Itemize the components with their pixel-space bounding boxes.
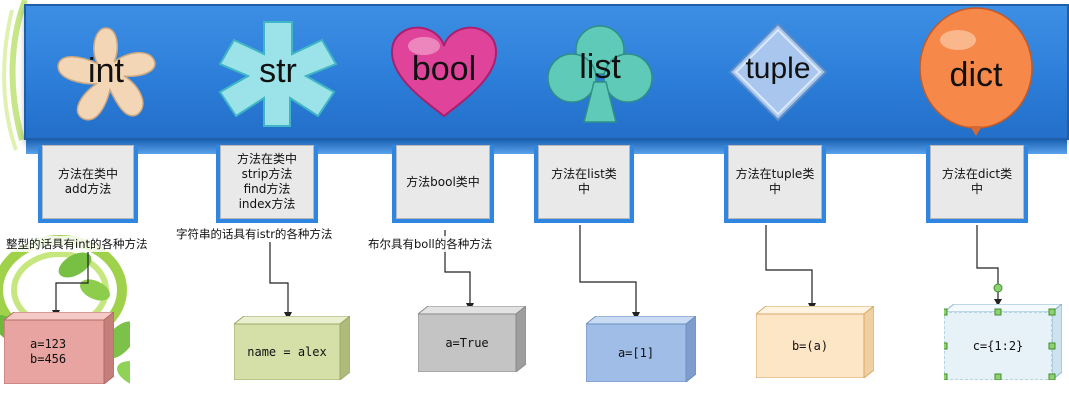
- dict-shape: dict: [916, 6, 1036, 138]
- value-box-list: a=[1]: [586, 316, 696, 382]
- value-line: b=(a): [791, 338, 829, 353]
- method-box-str: 方法在类中 strip方法 find方法 index方法: [216, 145, 318, 223]
- type-label-tuple: tuple: [745, 52, 811, 85]
- type-label-bool: bool: [411, 50, 477, 88]
- method-line: 中: [577, 182, 590, 196]
- value-box-int: a=123 b=456: [4, 312, 114, 384]
- value-line: c={1:2}: [972, 338, 1024, 353]
- note-int: 整型的话具有int的各种方法: [6, 236, 148, 252]
- asterisk-icon: [218, 21, 338, 127]
- method-line: 方法在类中: [57, 167, 118, 181]
- method-box-dict: 方法在dict类 中: [926, 145, 1028, 223]
- value-line: a=[1]: [617, 345, 655, 360]
- type-banner: [24, 4, 1069, 154]
- value-line: a=123: [30, 337, 67, 351]
- method-line: 方法bool类中: [406, 174, 480, 189]
- type-label-str: str: [259, 52, 297, 90]
- value-line: a=True: [445, 335, 489, 350]
- bool-shape: bool: [388, 24, 500, 120]
- value-line: name = alex: [247, 344, 327, 359]
- rotate-handle-icon[interactable]: [990, 280, 1006, 296]
- balloon-icon: [919, 7, 1033, 136]
- method-line: add方法: [64, 182, 112, 196]
- list-shape: list: [544, 22, 656, 126]
- selection-handles: [944, 308, 1056, 380]
- club-icon: [547, 25, 653, 123]
- note-bool: 布尔具有boll的各种方法: [368, 236, 493, 252]
- method-box-list: 方法在list类 中: [534, 145, 634, 223]
- type-label-list: list: [579, 48, 621, 86]
- method-line: 方法在dict类: [941, 167, 1013, 181]
- method-line: 方法在类中: [236, 152, 297, 166]
- method-box-tuple: 方法在tuple类 中: [724, 145, 826, 223]
- method-line: 中: [768, 182, 781, 196]
- note-str: 字符串的话具有istr的各种方法: [176, 226, 333, 242]
- int-shape: int: [50, 22, 162, 126]
- method-box-bool: 方法bool类中: [392, 145, 494, 223]
- method-line: strip方法: [241, 167, 293, 181]
- method-line: 方法在tuple类: [735, 167, 815, 181]
- value-box-tuple: b=(a): [756, 306, 874, 378]
- type-label-int: int: [88, 52, 124, 90]
- flower-asterisk-icon: [57, 27, 156, 121]
- value-box-dict[interactable]: c={1:2}: [944, 304, 1062, 380]
- diamond-icon: [728, 22, 828, 122]
- method-line: 方法在list类: [551, 167, 617, 181]
- method-line: index方法: [238, 197, 296, 211]
- type-label-dict: dict: [949, 56, 1003, 94]
- value-box-bool: a=True: [418, 306, 526, 372]
- tuple-shape: tuple: [726, 20, 830, 124]
- method-line: 中: [970, 182, 983, 196]
- str-shape: str: [214, 18, 342, 128]
- method-box-int: 方法在类中 add方法: [38, 145, 138, 223]
- value-line: b=456: [30, 352, 67, 366]
- value-box-str: name = alex: [234, 316, 350, 380]
- heart-icon: [390, 26, 498, 118]
- method-line: find方法: [243, 182, 291, 196]
